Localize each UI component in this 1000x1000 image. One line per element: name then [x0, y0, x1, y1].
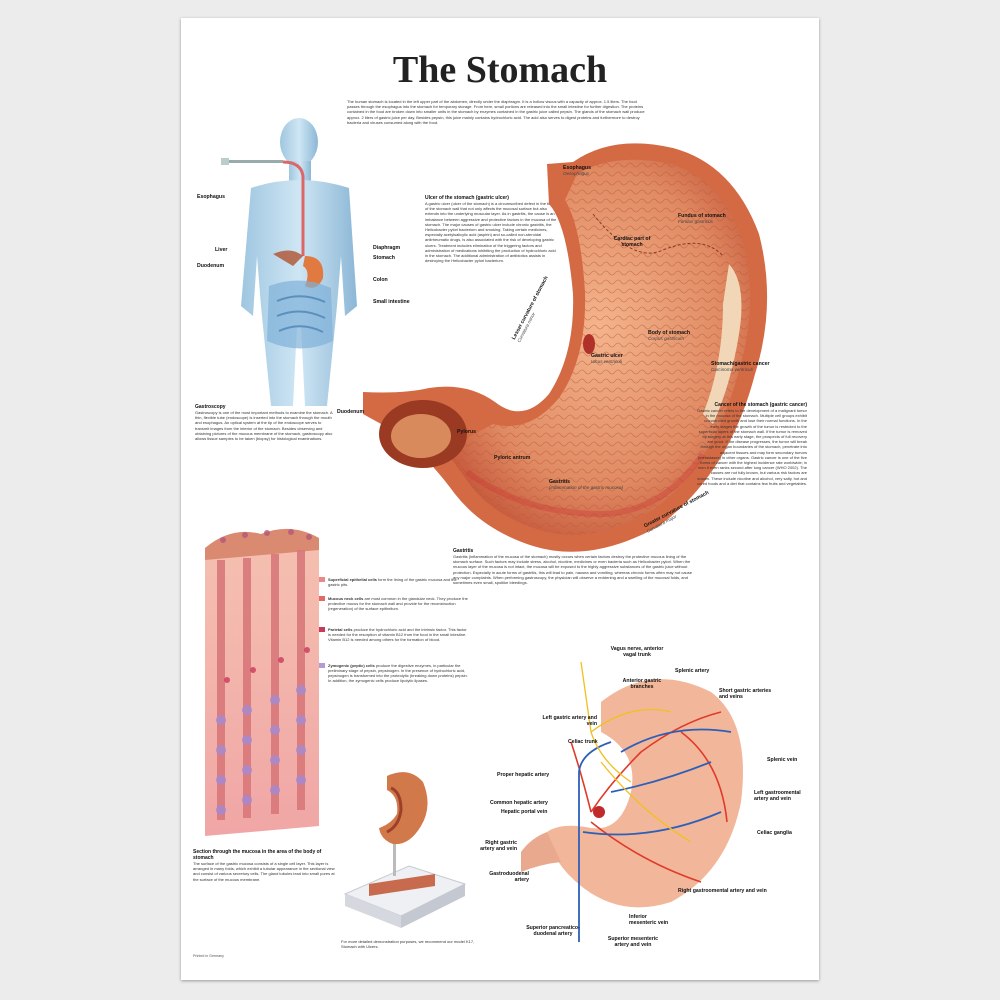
cancer-text: Gastric cancer refers to the development…	[697, 408, 807, 486]
mucosa-section-illustration	[205, 528, 319, 836]
mucosa-text: The surface of the gastric mucosa consis…	[193, 861, 335, 882]
ulcer-block: Ulcer of the stomach (gastric ulcer) A g…	[425, 195, 559, 263]
label-common-hepatic: Common hepatic artery	[490, 800, 548, 806]
label-sup-mesenteric: Superior mesenteric artery and vein	[607, 936, 659, 948]
footer-text: Printed in Germany	[193, 954, 224, 958]
label-celiac-ganglia: Celiac ganglia	[757, 830, 792, 836]
label-pylorus: Pylorus	[457, 429, 477, 435]
label-small-intestine: Small intestine	[373, 299, 410, 305]
swatch-mucous-neck	[319, 596, 325, 601]
label-vagus-nerve: Vagus nerve, anterior vagal trunk	[610, 646, 664, 658]
intro-text: The human stomach is located in the left…	[347, 99, 645, 125]
label-inferior-mesenteric: Inferior mesenteric vein	[629, 914, 669, 926]
label-anterior-gastric: Anterior gastric branches	[622, 678, 662, 690]
mucosa-block: Section through the mucosa in the area o…	[193, 849, 339, 882]
stomach-vessels-illustration	[521, 661, 743, 942]
label-fundus: Fundus of stomach Fundus gastricus	[678, 213, 726, 224]
label-pyloric-antrum: Pyloric antrum	[494, 455, 531, 461]
gastritis-heading: Gastritis	[453, 548, 474, 554]
cell-legend-item: Parietal cells produce the hydrochloric …	[319, 627, 468, 642]
poster: The Stomach The human stomach is located…	[181, 18, 819, 980]
gastroscopy-block: Gastroscopy Gastroscopy is one of the mo…	[195, 404, 333, 441]
cancer-block: Cancer of the stomach (gastric cancer) G…	[697, 402, 807, 486]
label-gastric-cancer: Stomach/gastric cancer Carcinoma ventric…	[711, 361, 770, 372]
label-esophagus: Esophagus	[197, 194, 225, 200]
cancer-heading: Cancer of the stomach (gastric cancer)	[714, 402, 807, 408]
swatch-zymogenic	[319, 663, 325, 668]
label-duodenum-stomach: Duodenum	[337, 409, 365, 415]
gastroscopy-heading: Gastroscopy	[195, 404, 226, 410]
ulcer-text: A gastric ulcer (ulcer of the stomach) i…	[425, 201, 558, 264]
label-cardiac-part: Cardiac part of stomach	[613, 236, 651, 248]
label-sup-pancreatico: Superior pancreatico-duodenal artery	[526, 925, 580, 937]
label-liver: Liver	[215, 247, 228, 253]
label-right-gastroomental: Right gastroomental artery and vein	[678, 888, 767, 894]
mucosa-heading: Section through the mucosa in the area o…	[193, 849, 322, 861]
cell-legend-item: Superficial epithelial cells form the li…	[319, 577, 468, 587]
stomach-cross-section-illustration	[363, 143, 768, 552]
gastritis-text: Gastritis (inflammation of the mucosa of…	[453, 554, 693, 586]
label-duodenum: Duodenum	[197, 263, 225, 269]
gastroscopy-text: Gastroscopy is one of the most important…	[195, 410, 333, 442]
swatch-parietal	[319, 627, 325, 632]
label-celiac-trunk: Celiac trunk	[568, 739, 598, 745]
label-hepatic-portal: Hepatic portal vein	[501, 809, 548, 815]
label-splenic-artery: Splenic artery	[675, 668, 710, 674]
label-colon: Colon	[373, 277, 388, 283]
human-figure-illustration	[221, 118, 357, 406]
label-diaphragm: Diaphragm	[373, 245, 401, 251]
stomach-model-illustration	[343, 772, 467, 928]
label-body-of-stomach: Body of stomach Corpus gastricum	[648, 330, 691, 341]
label-right-gastric: Right gastric artery and vein	[480, 840, 517, 852]
label-gastric-ulcer: Gastric ulcer Ulcus ventriculi	[591, 353, 623, 364]
cell-legend-item: Zymogenic (peptic) cells produce the dig…	[319, 663, 468, 683]
label-stomach-esophagus: Esophagus Oesophagus	[563, 165, 591, 176]
page-title: The Stomach	[392, 49, 608, 91]
gastritis-block: Gastritis Gastritis (inflammation of the…	[453, 548, 693, 585]
cell-legend-item: Mucous neck cells are most common in the…	[319, 596, 468, 611]
label-gastroduodenal: Gastroduodenal artery	[489, 871, 529, 883]
label-left-gastric: Left gastric artery and vein	[542, 715, 598, 727]
swatch-superficial-epithelial	[319, 577, 325, 582]
label-splenic-vein: Splenic vein	[767, 757, 798, 763]
model-note: For more detailed demonstration purposes…	[341, 939, 475, 950]
label-left-gastroomental: Left gastroomental artery and vein	[754, 790, 801, 802]
label-gastritis: Gastritis (inflammation of the gastric m…	[549, 479, 624, 490]
ulcer-heading: Ulcer of the stomach (gastric ulcer)	[425, 195, 509, 201]
label-proper-hepatic: Proper hepatic artery	[497, 772, 550, 778]
label-stomach: Stomach	[373, 255, 395, 261]
label-short-gastric: Short gastric arteries and veins	[719, 688, 772, 700]
